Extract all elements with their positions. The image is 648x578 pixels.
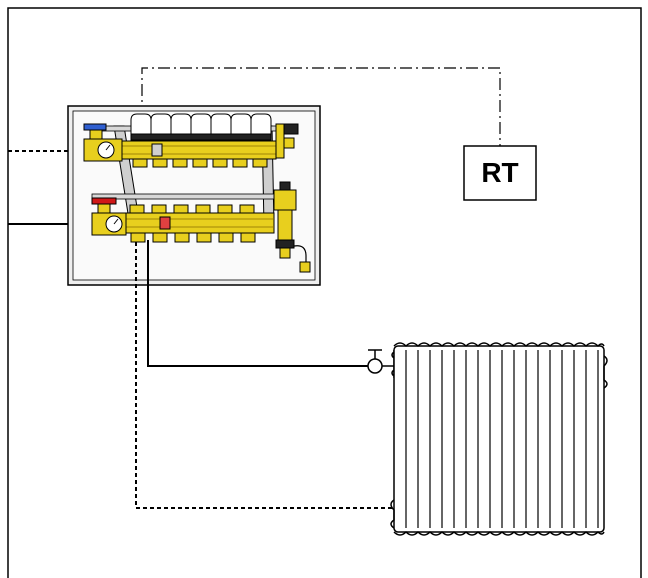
return-ball-valve: [83, 123, 123, 162]
air-vent-drain: [273, 181, 311, 273]
lower-rail: [91, 193, 289, 200]
thermostat-label: RT: [481, 157, 518, 188]
radiator-flow-pipe: [147, 240, 372, 367]
room-outline: [7, 7, 642, 578]
radiator-body: [393, 345, 605, 533]
radiator-return-pipe: [135, 242, 392, 509]
thermostat-box: [463, 145, 537, 201]
radiator-valve-icon: [367, 349, 394, 374]
flow-manifold: [125, 204, 275, 243]
actuator-heads: [130, 113, 272, 141]
room-thermostat: RT: [463, 145, 537, 201]
column-radiator: [390, 342, 608, 536]
flow-ball-valve: [91, 197, 127, 236]
control-wire: [141, 67, 501, 146]
